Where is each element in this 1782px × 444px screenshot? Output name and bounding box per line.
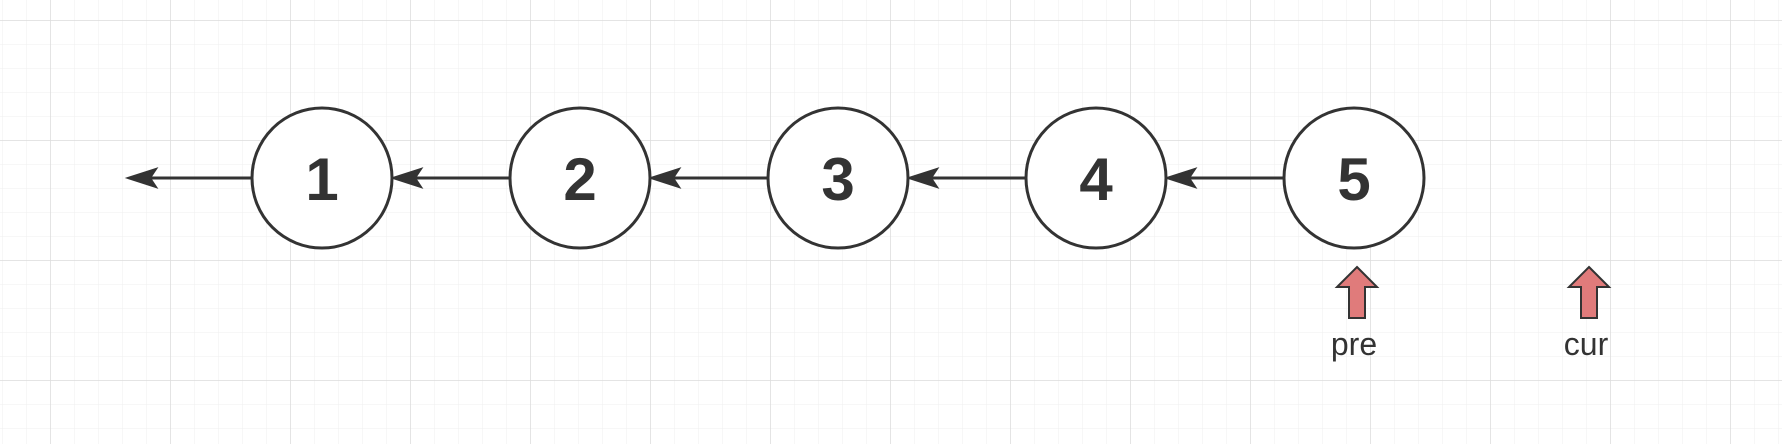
- node-circle: [508, 106, 652, 250]
- pointer-pre: pre: [1331, 265, 1380, 362]
- arrowhead-icon: [905, 167, 940, 189]
- pointer-label: pre: [1331, 326, 1377, 362]
- list-node-3: 3: [766, 106, 910, 250]
- link-2-to-1: [389, 167, 510, 189]
- node-label: 2: [563, 146, 596, 213]
- list-node-4: 4: [1024, 106, 1168, 250]
- link-5-to-4: [1163, 167, 1284, 189]
- node-label: 4: [1079, 146, 1113, 213]
- pointer-cur: cur: [1564, 265, 1612, 362]
- link-4-to-3: [905, 167, 1026, 189]
- arrowhead-icon: [389, 167, 424, 189]
- arrowhead-icon: [124, 167, 159, 189]
- node-circle: [1282, 106, 1426, 250]
- node-label: 1: [305, 146, 338, 213]
- up-arrow-icon: [1334, 265, 1380, 319]
- list-node-2: 2: [508, 106, 652, 250]
- arrowhead-icon: [1163, 167, 1198, 189]
- node-label: 5: [1337, 146, 1370, 213]
- pointer-label: cur: [1564, 326, 1609, 362]
- node-label: 3: [821, 146, 854, 213]
- link-3-to-2: [647, 167, 768, 189]
- list-node-5: 5: [1282, 106, 1426, 250]
- node-circle: [766, 106, 910, 250]
- up-arrow-icon: [1566, 265, 1612, 319]
- arrowhead-icon: [647, 167, 682, 189]
- list-node-1: 1: [250, 106, 394, 250]
- node-circle: [250, 106, 394, 250]
- link-null: [124, 167, 252, 189]
- node-circle: [1024, 106, 1168, 250]
